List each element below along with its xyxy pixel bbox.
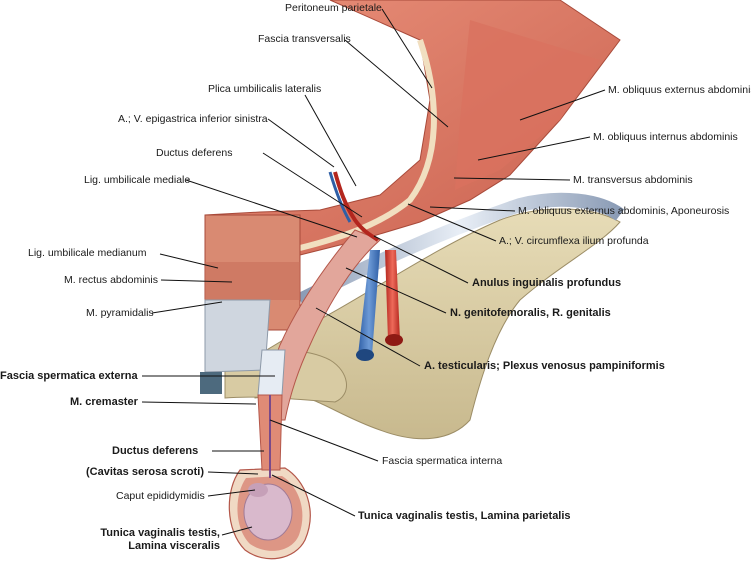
label-lig-umbilicale-medianum: Lig. umbilicale medianum xyxy=(28,247,147,259)
leader-cavitas xyxy=(207,471,259,475)
leader-aponeurosis xyxy=(429,206,516,212)
label-n-genitofemoralis: N. genitofemoralis, R. genitalis xyxy=(450,307,611,319)
label-fascia-spermatica-interna: Fascia spermatica interna xyxy=(382,455,503,467)
spermatic-cord xyxy=(259,229,381,421)
label-epigastrica-inferior: A.; V. epigastrica inferior sinistra xyxy=(118,113,268,125)
leader-transversus xyxy=(453,177,571,181)
label-fascia-transversalis: Fascia transversalis xyxy=(258,33,351,45)
label-tunica-visceralis-line1: Tunica vaginalis testis, xyxy=(100,527,220,539)
leader-peritoneum xyxy=(381,8,433,89)
label-peritoneum-parietale: Peritoneum parietale xyxy=(285,2,382,14)
leader-ductus-upper xyxy=(262,152,363,218)
leader-lig-mediale xyxy=(185,179,358,238)
label-tunica-visceralis-line2: Lamina visceralis xyxy=(128,540,220,552)
label-plica-umbilicalis-lateralis: Plica umbilicalis lateralis xyxy=(208,83,322,95)
leader-rectus xyxy=(160,279,233,283)
label-caput-epididymidis: Caput epididymidis xyxy=(116,490,205,502)
leader-pyramidalis xyxy=(151,301,223,314)
label-cavitas-serosa-scroti: (Cavitas serosa scroti) xyxy=(86,466,204,478)
label-ductus-deferens-upper: Ductus deferens xyxy=(156,147,233,159)
leader-circumflexa xyxy=(407,203,497,242)
label-circumflexa-ilium: A.; V. circumflexa ilium profunda xyxy=(499,235,649,247)
epigastric-vessels xyxy=(333,171,380,242)
label-m-pyramidalis: M. pyramidalis xyxy=(86,307,154,319)
leader-obl-internus xyxy=(477,136,591,161)
leader-fascia-transversalis xyxy=(344,39,449,128)
leader-obl-externus xyxy=(519,89,606,121)
vein-end xyxy=(356,349,374,361)
obliquus-externus-band xyxy=(455,20,600,190)
epigastric-vein xyxy=(328,171,352,223)
label-anulus-inguinalis: Anulus inguinalis profundus xyxy=(472,277,622,289)
rectus-sheath xyxy=(205,262,300,300)
leader-fascia-interna xyxy=(269,419,379,462)
leader-cremaster xyxy=(141,401,257,405)
label-obliquus-aponeurosis: M. obliquus externus abdominis, Aponeuro… xyxy=(518,205,730,217)
leader-visceralis xyxy=(221,526,253,536)
leader-plica xyxy=(304,94,357,187)
leader-caput xyxy=(207,489,256,497)
leader-parietalis xyxy=(271,474,356,517)
label-m-obliquus-internus: M. obliquus internus abdominis xyxy=(593,131,738,143)
label-a-testicularis: A. testicularis; Plexus venosus pampinif… xyxy=(424,360,665,372)
aponeurosis xyxy=(296,192,625,307)
label-m-obliquus-externus: M. obliquus externus abdominis xyxy=(608,84,751,96)
fascia-layer xyxy=(299,39,437,251)
leader-lig-medianum xyxy=(159,253,219,269)
label-tunica-parietalis: Tunica vaginalis testis, Lamina parietal… xyxy=(358,510,571,522)
label-m-transversus-abdominis: M. transversus abdominis xyxy=(573,174,693,186)
label-m-cremaster: M. cremaster xyxy=(70,396,138,408)
testis xyxy=(243,483,293,541)
label-m-rectus-abdominis: M. rectus abdominis xyxy=(64,274,158,286)
leader-genitofemoralis xyxy=(345,267,447,314)
leader-testicularis xyxy=(315,307,421,367)
label-ductus-deferens-lower: Ductus deferens xyxy=(112,445,199,457)
label-lig-umbilicale-mediale: Lig. umbilicale mediale xyxy=(84,174,191,186)
leader-epigastrica xyxy=(267,118,335,168)
label-fascia-spermatica-externa: Fascia spermatica externa xyxy=(0,370,138,382)
symphysis xyxy=(200,372,222,394)
external-iliac-artery xyxy=(385,250,400,340)
caput-epididymidis xyxy=(248,483,268,497)
external-iliac-vein xyxy=(358,250,380,355)
leader-anulus xyxy=(373,235,469,284)
artery-end xyxy=(385,334,403,346)
